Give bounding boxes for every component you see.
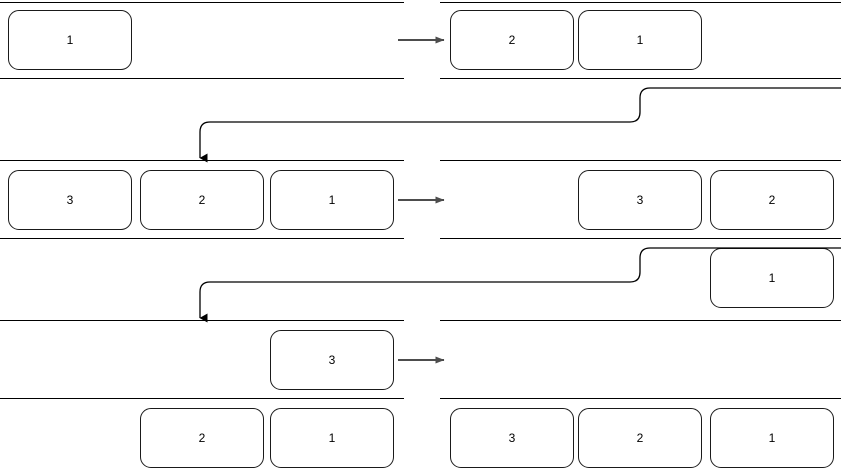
row3-left-bottom <box>0 398 404 399</box>
cell-r1r-2[interactable]: 2 <box>450 10 574 70</box>
cell-label: 2 <box>768 193 776 207</box>
row1-right-top <box>440 2 841 3</box>
cell-label: 1 <box>636 33 644 47</box>
row3-left-top <box>0 320 404 321</box>
row2-left-top <box>0 160 404 161</box>
cell-r3r-2[interactable]: 2 <box>578 408 702 468</box>
cell-label: 1 <box>66 33 74 47</box>
row2-right-top <box>440 160 841 161</box>
row2-left-bottom <box>0 238 404 239</box>
row1-left-bottom <box>0 78 404 79</box>
row1-left-top <box>0 2 404 3</box>
cell-r3r-3[interactable]: 3 <box>450 408 574 468</box>
cell-label: 2 <box>636 431 644 445</box>
cell-label: 3 <box>328 353 336 367</box>
cell-r2l-2[interactable]: 2 <box>140 170 264 230</box>
cell-label: 2 <box>198 193 206 207</box>
row3-right-bottom <box>440 398 841 399</box>
row3-right-top <box>440 320 841 321</box>
cell-label: 1 <box>328 193 336 207</box>
row2-right-bottom <box>440 238 841 239</box>
cell-r3l-2[interactable]: 2 <box>140 408 264 468</box>
cell-r2l-3[interactable]: 3 <box>8 170 132 230</box>
cell-label: 2 <box>508 33 516 47</box>
cell-r1l-1[interactable]: 1 <box>8 10 132 70</box>
cell-label: 3 <box>66 193 74 207</box>
cell-label: 2 <box>198 431 206 445</box>
cell-label: 1 <box>768 271 776 285</box>
cell-r2r-3[interactable]: 3 <box>578 170 702 230</box>
cell-r2r-2[interactable]: 2 <box>710 170 834 230</box>
cell-label: 1 <box>768 431 776 445</box>
cell-r3l-1[interactable]: 1 <box>270 408 394 468</box>
row1-right-bottom <box>440 78 841 79</box>
cell-label: 1 <box>328 431 336 445</box>
cell-r1r-1[interactable]: 1 <box>578 10 702 70</box>
cell-label: 3 <box>508 431 516 445</box>
cell-r3l-3[interactable]: 3 <box>270 330 394 390</box>
cell-r2r-1[interactable]: 1 <box>710 248 834 308</box>
cell-r2l-1[interactable]: 1 <box>270 170 394 230</box>
wrap-connector-row1-to-row2 <box>199 87 841 163</box>
cell-r3r-1[interactable]: 1 <box>710 408 834 468</box>
step-arrow-group <box>398 36 445 364</box>
cell-label: 3 <box>636 193 644 207</box>
